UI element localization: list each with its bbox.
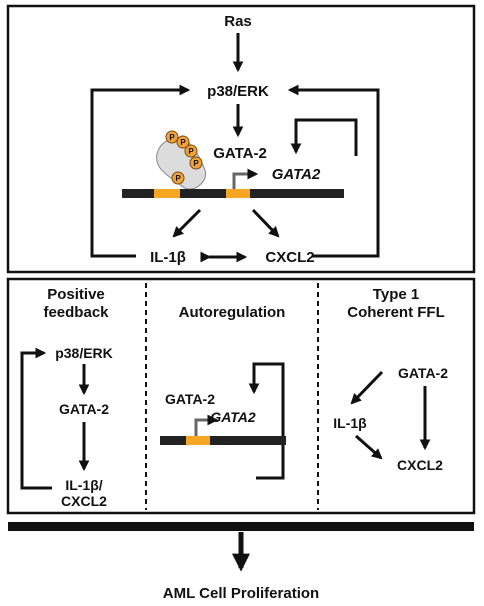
gata2-protein-label: GATA-2	[213, 145, 267, 162]
ar-promoter-arrow	[194, 414, 219, 436]
phospho-1-icon	[165, 130, 179, 144]
phospho-3-label: P	[188, 147, 194, 156]
cxcl2-label: CXCL2	[265, 249, 314, 266]
pf-p38-erk-label: p38/ERK	[55, 345, 113, 361]
autoregulation-title: Autoregulation	[179, 304, 286, 321]
ar-regulatory-element	[186, 436, 210, 445]
pf-gata2-label: GATA-2	[59, 401, 109, 417]
phospho-5-label: P	[175, 174, 181, 183]
ar-gata2-protein-label: GATA-2	[165, 391, 215, 407]
footer-bar	[8, 522, 474, 531]
positive-feedback-title-1: Positive	[47, 286, 105, 303]
positive-feedback-title-2: feedback	[43, 304, 109, 321]
top-regulatory-element-1	[154, 189, 180, 198]
il1b-feedback-loop-arrow	[90, 84, 191, 258]
p38-erk-label: p38/ERK	[207, 83, 269, 100]
ar-loop-top-arrow	[248, 362, 285, 448]
gata2-gene-label: GATA2	[272, 166, 321, 183]
phospho-3-icon	[184, 144, 198, 158]
top-autoregulation-loop-arrow	[290, 118, 358, 156]
top-panel-frame	[6, 4, 476, 274]
phospho-5-icon	[171, 171, 185, 185]
ffl-il1b-label: IL-1β	[333, 415, 367, 431]
ffl-gata2-to-il1b-arrow	[350, 370, 384, 405]
ffl-gata2-label: GATA-2	[398, 365, 448, 381]
ffl-il1b-to-cxcl2-arrow	[355, 434, 383, 460]
cxcl2-feedback-loop-arrow	[287, 84, 380, 258]
ffl-title-1: Type 1	[373, 286, 419, 303]
phospho-2-icon	[176, 135, 190, 149]
pf-cxcl2-label: CXCL2	[61, 493, 107, 509]
phospho-1-label: P	[169, 133, 175, 142]
pf-feedback-loop-arrow	[20, 347, 52, 490]
phospho-4-label: P	[193, 159, 199, 168]
top-promoter-arrow	[232, 168, 259, 189]
phospho-4-icon	[189, 156, 203, 170]
ffl-cxcl2-label: CXCL2	[397, 457, 443, 473]
il1b-label: IL-1β	[150, 249, 186, 266]
aml-cell-proliferation-label: AML Cell Proliferation	[163, 585, 319, 602]
dna-to-il1b-arrow	[172, 208, 202, 238]
phospho-2-label: P	[180, 138, 186, 147]
top-regulatory-element-2	[226, 189, 250, 198]
ffl-title-2: Coherent FFL	[347, 304, 445, 321]
ar-gata2-gene-label: GATA2	[210, 409, 256, 425]
bottom-panel-frame	[6, 277, 476, 515]
ras-label: Ras	[224, 13, 252, 30]
ar-dna-strand	[160, 436, 286, 445]
dna-to-cxcl2-arrow	[251, 208, 280, 238]
ar-autoregulation-loop-arrow	[256, 448, 285, 480]
pf-il1b-label: IL-1β/	[65, 477, 102, 493]
